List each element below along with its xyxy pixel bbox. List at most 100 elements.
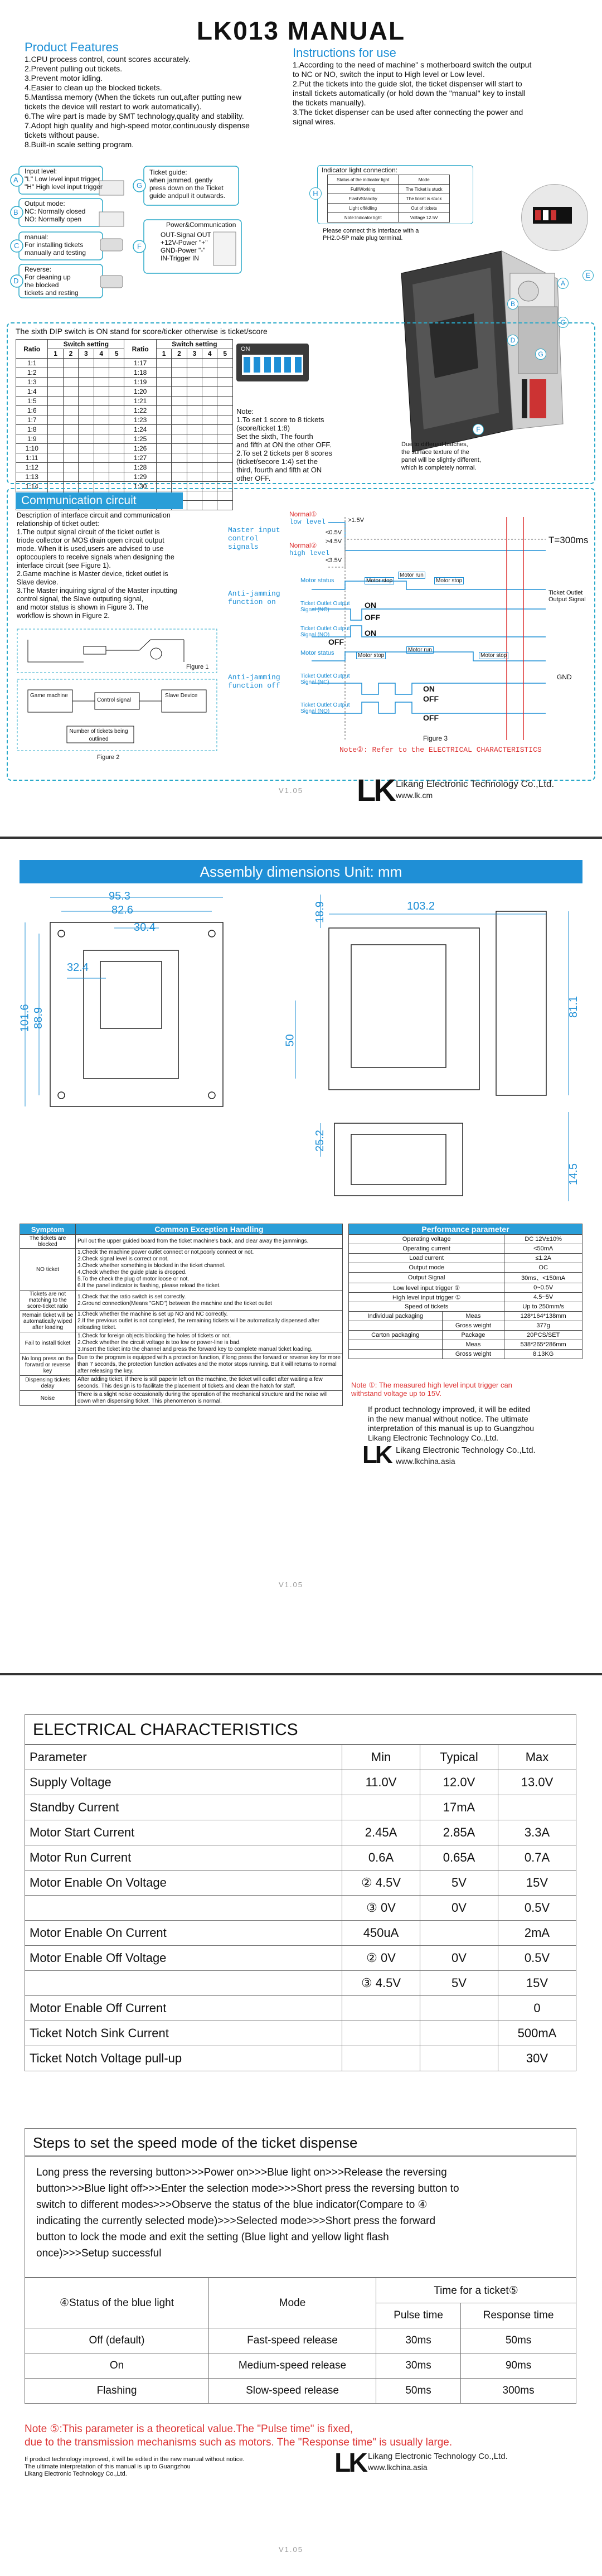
- table-cell: [62, 358, 79, 368]
- timing-diagram: Master input control signals Normal① low…: [228, 506, 593, 757]
- table-cell: [186, 405, 203, 415]
- table-row: No long press on the forward or reverse …: [20, 1354, 343, 1376]
- table-cell: Motor Enable On Voltage: [25, 1870, 342, 1896]
- timing-off-3: OFF: [423, 694, 439, 703]
- table-cell: [202, 396, 218, 406]
- legend-line: tickets and resting: [25, 289, 79, 297]
- table-cell: 3: [186, 349, 203, 359]
- table-cell: Remain ticket will be automatically wipe…: [20, 1310, 76, 1332]
- table-cell: [62, 453, 79, 463]
- table-cell: [156, 405, 172, 415]
- timing-on-3: ON: [423, 684, 435, 693]
- table-row: Tickets are not matching to the score-ti…: [20, 1290, 343, 1311]
- dim-82-6: 82.6: [111, 904, 133, 916]
- dim-25-2: 25.2: [313, 1130, 326, 1152]
- timing-gnd: GND: [557, 673, 572, 681]
- table-cell: <50mA: [504, 1244, 582, 1254]
- table-cell: [62, 396, 79, 406]
- table-cell: [171, 434, 187, 444]
- dip-key-3[interactable]: [264, 357, 271, 373]
- company-name: Likang Electronic Technology Co.,Ltd.: [396, 779, 555, 789]
- table-cell: [217, 424, 233, 434]
- feature-line: tickets the device will restart to work …: [25, 102, 202, 111]
- feature-line: 1.CPU process control, count scores accu…: [25, 55, 191, 64]
- table-cell: Motor Run Current: [25, 1845, 342, 1871]
- comm-description: Description of interface circuit and com…: [17, 511, 217, 620]
- dip-key-2[interactable]: [254, 357, 261, 373]
- table-cell: 12.0V: [420, 1770, 498, 1795]
- legend-line: NC: Normally closed: [25, 207, 86, 215]
- dip-key-4[interactable]: [274, 357, 281, 373]
- table-cell: Operating voltage: [348, 1234, 505, 1244]
- company-url-2[interactable]: www.lkchina.asia: [396, 1457, 455, 1466]
- table-cell: 8.13KG: [504, 1349, 582, 1359]
- table-cell: [78, 415, 94, 425]
- table-cell: [202, 386, 218, 397]
- table-cell: 128*164*138mm: [504, 1311, 582, 1321]
- table-cell: 4: [202, 349, 218, 359]
- table-cell: Motor Enable On Current: [25, 1920, 342, 1946]
- dip-switch-keys: [242, 355, 303, 375]
- indicator-note-line: PH2.0-5P male plug terminal.: [323, 235, 403, 241]
- table-cell: [217, 453, 233, 463]
- cell-line: 2.Ground connection(Means "GND") between…: [77, 1300, 272, 1307]
- table-cell: 0.6A: [342, 1845, 420, 1871]
- company-url[interactable]: www.lk.cm: [396, 791, 433, 800]
- fig2-game-machine: Game machine: [30, 693, 68, 699]
- dip-key-1[interactable]: [244, 357, 251, 373]
- comm-line: optocouplers to receive signals when des…: [17, 553, 174, 561]
- notice-line: If product technology improved, it will …: [25, 2456, 245, 2463]
- dip-note-line: 2.To set 2 tickets per 8 scores: [236, 449, 332, 457]
- table-cell: [93, 396, 109, 406]
- table-cell: [108, 377, 125, 387]
- step-line: Long press the reversing button>>>Power …: [36, 2167, 447, 2178]
- table-cell: Low level input trigger ①: [348, 1283, 505, 1293]
- notice-line: If product technology improved, it will …: [368, 1405, 531, 1414]
- photo-callout-d-icon: D: [507, 335, 518, 346]
- table-cell: 1:18: [124, 368, 157, 378]
- table-cell: [217, 462, 233, 472]
- table-cell: [62, 472, 79, 482]
- table-cell: 1:5: [15, 396, 48, 406]
- table-cell: 0.5V: [498, 1895, 576, 1921]
- timing-motor-status-1: Motor status: [300, 577, 334, 584]
- table-cell: [78, 453, 94, 463]
- table-cell: Fast-speed release: [208, 2328, 376, 2353]
- legend-line: manually and testing: [25, 249, 86, 257]
- dip-key-5[interactable]: [284, 357, 292, 373]
- table-cell: [108, 396, 125, 406]
- dip-switch[interactable]: ON: [236, 344, 309, 381]
- timing-motor-stop-4: Motor stop: [479, 652, 509, 659]
- comm-line: interface circuit (see Figure 1).: [17, 562, 111, 569]
- table-cell: [62, 415, 79, 425]
- table-cell: [78, 396, 94, 406]
- timing-lt05: <0.5V: [326, 529, 342, 536]
- table-cell: [186, 453, 203, 463]
- table-cell: 1:21: [124, 396, 157, 406]
- ec-title: ELECTRICAL CHARACTERISTICS: [25, 1714, 576, 1744]
- table-cell: [348, 1340, 443, 1350]
- cell-line: 1.Check the machine power outlet connect…: [77, 1249, 254, 1255]
- lk-logo: LK: [357, 772, 396, 808]
- dim-81-1: 81.1: [567, 996, 580, 1018]
- assembly-title: Assembly dimensions Unit: mm: [20, 860, 582, 883]
- table-cell: [47, 415, 64, 425]
- table-cell: There is a slight noise occasionally dur…: [75, 1390, 343, 1406]
- table-cell: Supply Voltage: [25, 1770, 342, 1795]
- table-cell: 2: [171, 349, 187, 359]
- table-cell: [108, 415, 125, 425]
- table-cell: 1:24: [124, 424, 157, 434]
- dip-key-6[interactable]: [294, 357, 302, 373]
- company-url-3[interactable]: www.lkchina.asia: [368, 2463, 428, 2472]
- table-cell: [108, 405, 125, 415]
